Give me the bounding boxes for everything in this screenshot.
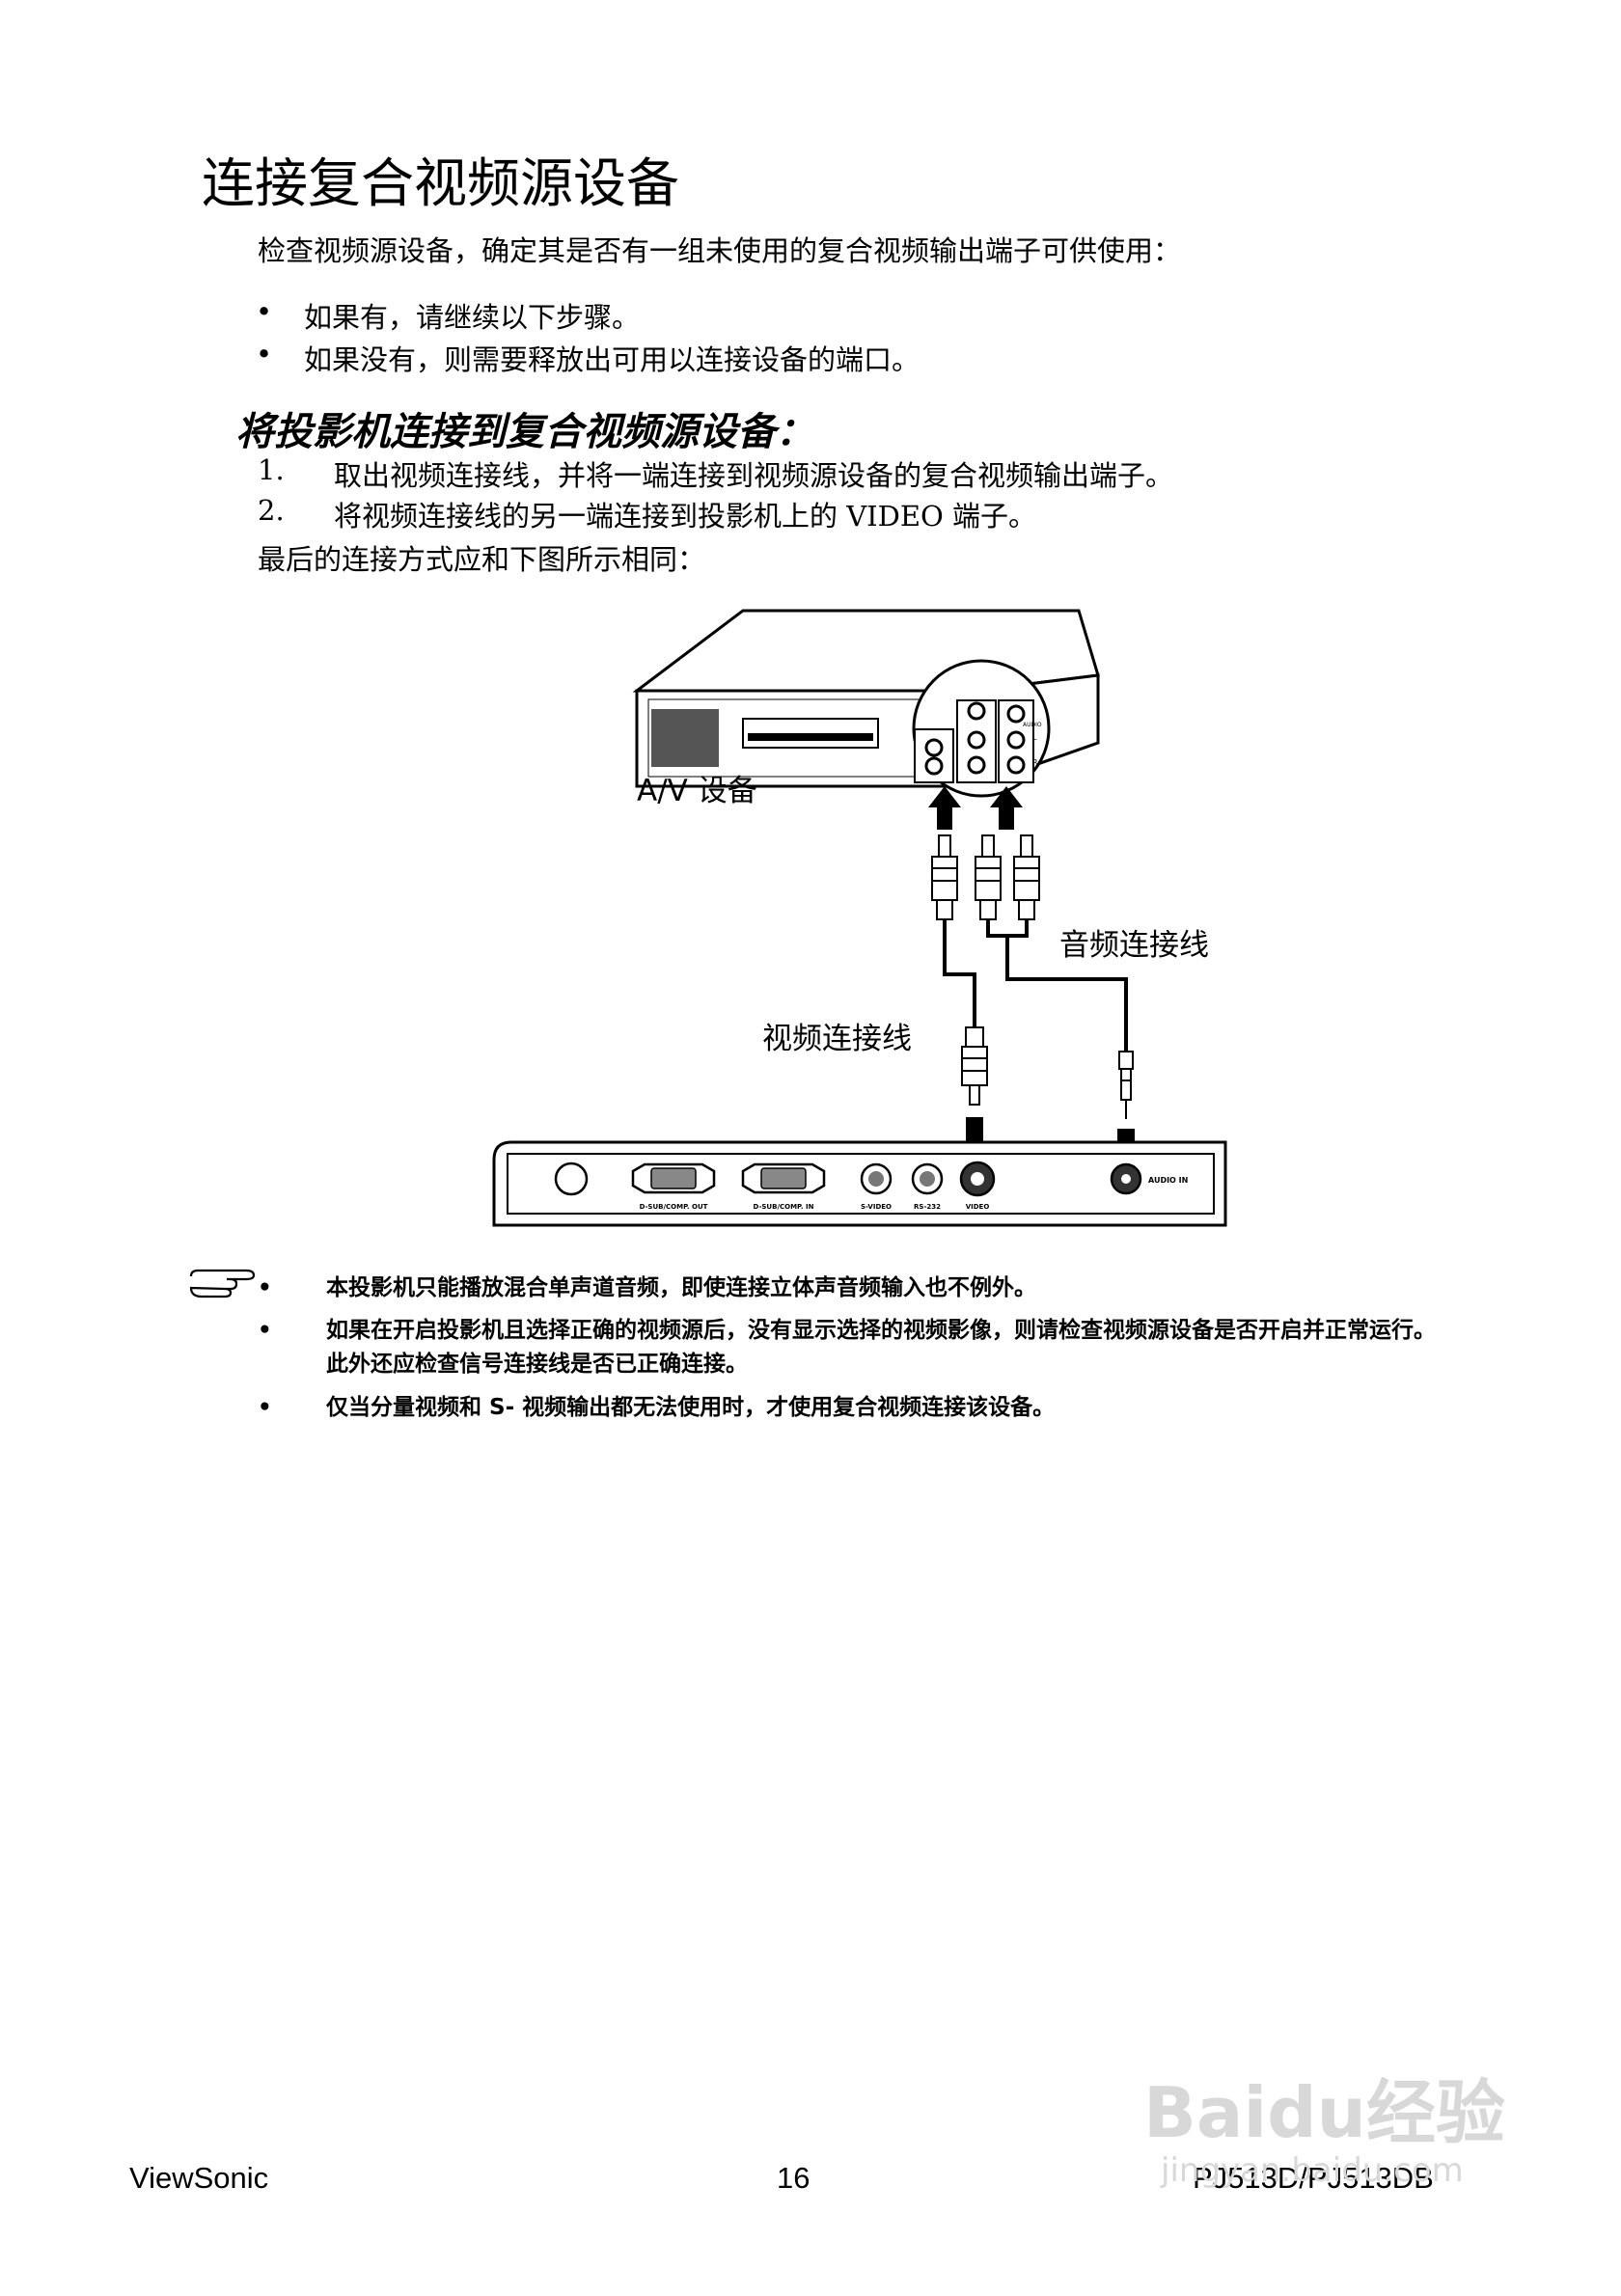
footer-brand: ViewSonic [129,2161,269,2195]
note-text: 仅当分量视频和 S- 视频输出都无法使用时，才使用复合视频连接该设备。 [326,1395,1056,1420]
watermark-url: jingyan.baidu.com [1161,2151,1464,2190]
video-cable-label: 视频连接线 [762,1022,912,1056]
watermark-main: Baidu经验 [1143,2072,1505,2153]
section-subheading: 将投影机连接到复合视频源设备： [235,410,814,454]
bullet-icon: • [258,1275,272,1300]
av-device-illustration: AUDIO L R [632,609,1100,798]
step-number: 1. [258,453,285,486]
bullet-icon: • [258,1318,272,1343]
port-label-dsub-out: D-SUB/COMP. OUT [640,1203,708,1211]
rca-plugs [931,834,1040,920]
step-text: 将视频连接线的另一端连接到投影机上的 VIDEO 端子。 [334,500,1037,533]
cables [943,919,1128,1052]
connection-diagram: AUDIO L R [492,609,1227,1227]
note-text: 如果在开启投影机且选择正确的视频源后，没有显示选择的视频影像，则请检查视频源设备… [326,1318,1436,1377]
pointing-hand-icon [189,1269,256,1298]
page-title: 连接复合视频源设备 [202,152,680,214]
step-text: 取出视频连接线，并将一端连接到视频源设备的复合视频输出端子。 [334,459,1174,492]
intro-text: 检查视频源设备，确定其是否有一组未使用的复合视频输出端子可供使用： [258,234,1182,267]
port-label-dsub-in: D-SUB/COMP. IN [754,1203,814,1211]
footer-model: PJ513D/PJ513DB [1193,2161,1434,2195]
audio-cable-label: 音频连接线 [1059,928,1209,963]
av-panel-r-text: R [1032,758,1038,767]
watermark: Baidu经验 jingyan.baidu.com [1143,2074,1505,2190]
projector-panel-illustration: D-SUB/COMP. OUT D-SUB/COMP. IN S-VIDEO R… [492,1140,1227,1227]
upward-arrows [928,786,1023,830]
port-label-audio-in: AUDIO IN [1148,1176,1188,1185]
av-panel-audio-text: AUDIO [1023,722,1042,728]
av-panel-l-text: L [1032,733,1037,742]
final-text: 最后的连接方式应和下图所示相同： [258,543,706,576]
bullet-icon: • [258,1395,272,1420]
bullet-icon: • [256,295,273,328]
list-item-text: 如果没有，则需要释放出可用以连接设备的端口。 [304,343,920,376]
port-label-s-video: S-VIDEO [861,1203,892,1211]
port-label-rs232: RS-232 [914,1203,941,1211]
step-number: 2. [258,494,285,527]
port-label-video: VIDEO [966,1203,990,1211]
list-item-text: 如果有，请继续以下步骤。 [304,301,641,334]
footer-page-number: 16 [777,2161,810,2195]
av-device-label: A/V 设备 [637,774,757,808]
bullet-icon: • [256,338,273,370]
projector-plugs [961,1026,1134,1119]
note-text: 本投影机只能播放混合单声道音频，即使连接立体声音频输入也不例外。 [326,1275,1036,1300]
